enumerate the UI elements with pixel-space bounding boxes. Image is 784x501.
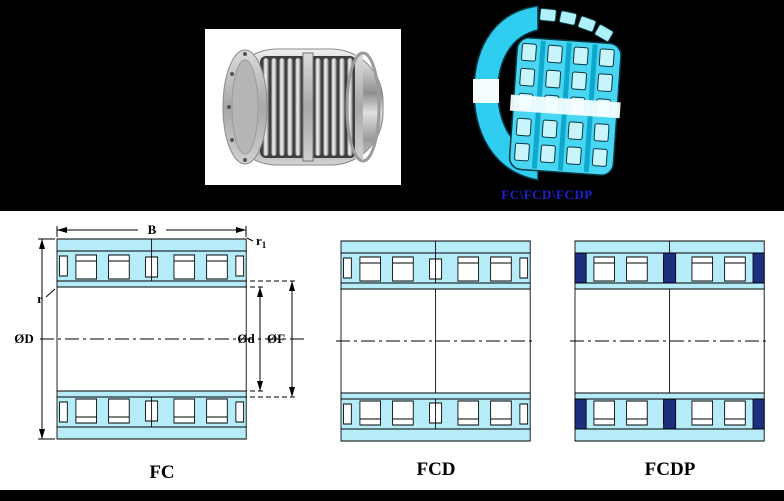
drawing-fc: B r1 r ØD xyxy=(12,221,312,484)
bearing-body xyxy=(222,48,384,166)
dim-label-OF: ØF xyxy=(267,331,285,346)
drawing-label-fcd: FCD xyxy=(416,459,456,480)
drawing-fcdp: FCDP xyxy=(570,233,770,481)
dim-r1: r1 xyxy=(246,233,267,250)
drawing-fcd: FCD xyxy=(336,233,536,481)
dim-r: r xyxy=(37,288,56,306)
seal-blocks xyxy=(574,252,765,430)
drawing-label-fcdp: FCDP xyxy=(644,459,696,480)
fcd-diagram xyxy=(336,240,536,442)
render-caption: FC\FCD\FCDP xyxy=(501,187,593,202)
center-rib xyxy=(302,52,314,162)
top-roller-arc xyxy=(539,7,614,42)
drawing-label-fc: FC xyxy=(149,462,175,483)
dim-label-Od: Ød xyxy=(237,331,255,346)
bearing-photo-card xyxy=(205,29,401,185)
dim-label-r1: r1 xyxy=(256,233,267,250)
fcdp-bearing-section xyxy=(574,240,765,442)
dim-label-B: B xyxy=(148,222,157,237)
fcd-bearing-section xyxy=(340,240,531,442)
drawings-section: B r1 r ØD xyxy=(0,211,784,490)
fc-diagram: B r1 r ØD xyxy=(14,222,304,440)
bearing-3d-render-image xyxy=(473,5,622,181)
dim-OF: ØF xyxy=(162,280,296,398)
highlight-band xyxy=(509,94,621,119)
right-flange xyxy=(345,51,381,163)
dim-B: B xyxy=(56,222,247,237)
roller-cage-assembly xyxy=(508,37,622,176)
dim-label-OD: ØD xyxy=(14,331,34,346)
bearing-photo-image xyxy=(205,29,401,185)
bearing-3d-render: FC\FCD\FCDP xyxy=(460,3,634,208)
fcdp-diagram xyxy=(570,240,770,442)
dim-OD: ØD xyxy=(14,238,55,440)
dim-Od: Ød xyxy=(162,286,264,392)
right-inner-rim xyxy=(355,55,363,159)
highlight-band xyxy=(473,79,499,103)
flange-bolt-holes xyxy=(227,52,247,162)
roller-row-left xyxy=(262,57,302,157)
